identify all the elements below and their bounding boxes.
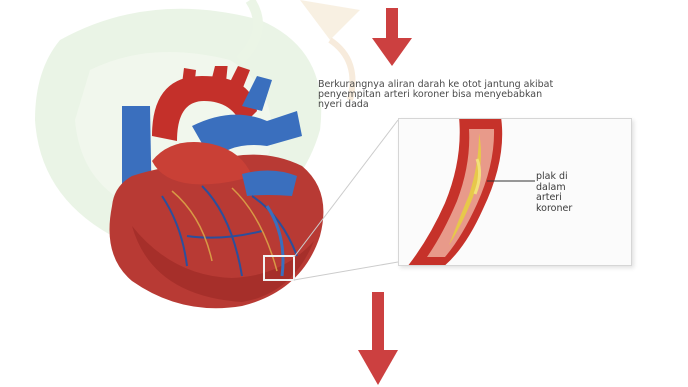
artery-cross-section	[399, 119, 631, 265]
caption-line: nyeri dada	[318, 100, 688, 110]
arrow-down-icon	[356, 292, 400, 386]
diagram-caption: Berkurangnya aliran darah ke otot jantun…	[318, 80, 688, 110]
plaque-label-line: koroner	[536, 204, 572, 215]
plaque-label-line: arteri	[536, 193, 572, 204]
artery-zoom-panel	[398, 118, 632, 266]
caption-line: penyempitan arteri koroner bisa menyebab…	[318, 90, 688, 100]
plaque-label-line: plak di	[536, 172, 572, 183]
plaque-label: plak di dalam arteri koroner	[536, 172, 572, 214]
